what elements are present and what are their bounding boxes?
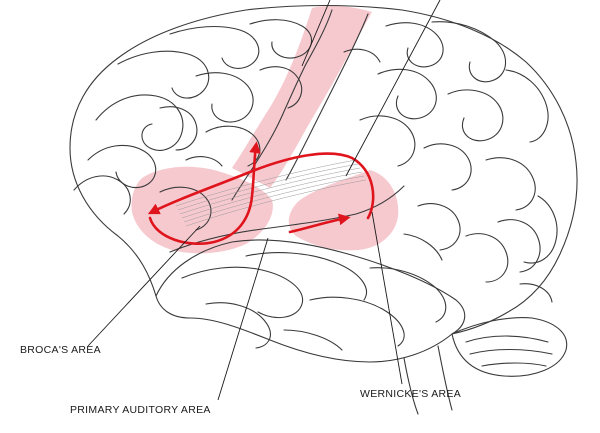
primary-auditory-area-label: PRIMARY AUDITORY AREA bbox=[70, 404, 211, 416]
broca-area-label: BROCA'S AREA bbox=[20, 344, 101, 356]
arcuate-fibres bbox=[175, 159, 367, 227]
arrow-auditory-to-wernicke bbox=[288, 213, 351, 234]
wernicke-area-label: WERNICKE'S AREA bbox=[360, 388, 462, 400]
arrow-broca-to-motor bbox=[148, 141, 261, 246]
broca-area-highlight bbox=[131, 166, 273, 254]
motor-cortex-highlight bbox=[232, 5, 372, 189]
brain-outline bbox=[69, 4, 578, 415]
label-leader-lines bbox=[87, 0, 441, 401]
arrow-wernicke-to-broca bbox=[147, 152, 375, 220]
wernicke-area-highlight bbox=[288, 170, 399, 251]
language-pathway-arrows bbox=[147, 141, 375, 246]
